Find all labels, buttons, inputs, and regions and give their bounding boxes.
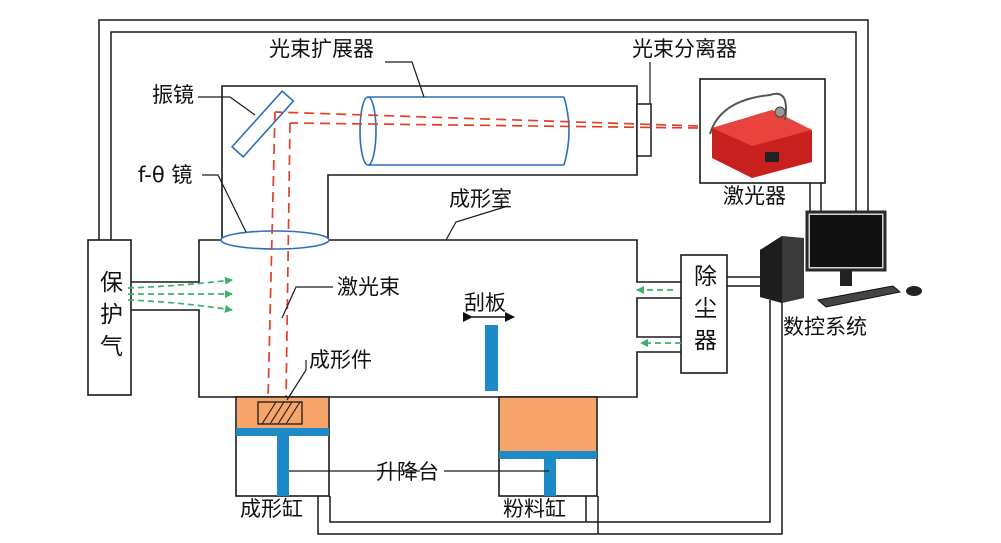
f-theta-lens <box>220 230 330 250</box>
scraper-blade <box>485 325 498 391</box>
label-f-theta-lens: f-θ 镜 <box>138 163 192 187</box>
shielding-gas-unit: 保 护 气 <box>87 239 132 396</box>
laser-beam-path <box>267 111 699 401</box>
label-lift-platform: 升降台 <box>376 460 439 484</box>
shielding-gas-char-1: 保 <box>100 270 123 296</box>
build-cylinder <box>235 396 330 497</box>
dust-collector: 除 尘 器 <box>680 254 760 374</box>
control-wires <box>98 19 869 535</box>
dust-collector-char-2: 尘 <box>694 296 717 322</box>
label-part: 成形件 <box>309 348 372 372</box>
dust-collector-char-3: 器 <box>694 328 717 354</box>
powder-cylinder <box>498 396 598 497</box>
label-powder-cylinder: 粉料缸 <box>503 497 566 521</box>
label-beam-splitter: 光束分离器 <box>632 37 737 61</box>
cnc-workstation <box>760 210 922 308</box>
label-build-chamber: 成形室 <box>449 187 512 211</box>
label-cnc-system: 数控系统 <box>783 315 867 339</box>
beam-splitter <box>636 103 652 157</box>
leader-lines <box>198 61 651 472</box>
gas-flow-arrows <box>127 276 681 347</box>
shielding-gas-char-2: 护 <box>100 302 123 328</box>
beam-expander <box>359 96 570 166</box>
laser-unit <box>699 78 826 184</box>
label-scraper: 刮板 <box>464 291 506 315</box>
galvo-mirror <box>230 89 295 158</box>
label-laser: 激光器 <box>723 184 786 208</box>
label-galvo-mirror: 振镜 <box>152 83 194 107</box>
label-beam-expander: 光束扩展器 <box>269 37 374 61</box>
shielding-gas-char-3: 气 <box>100 334 123 360</box>
dust-collector-char-1: 除 <box>694 264 717 290</box>
machine-housing-outline <box>131 85 681 398</box>
label-laser-beam: 激光束 <box>337 275 400 299</box>
label-build-cylinder: 成形缸 <box>240 497 303 521</box>
